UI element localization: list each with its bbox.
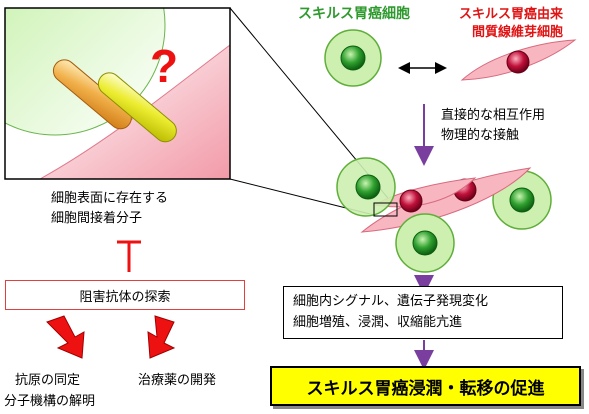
antigen-identification-label: 抗原の同定 <box>15 373 81 388</box>
cluster-green-cell-bottom <box>395 213 455 273</box>
antibody-search-label: 阻害抗体の探索 <box>79 289 171 305</box>
antibody-search-box: 阻害抗体の探索 <box>5 280 245 310</box>
zoom-inset: ? <box>4 7 231 180</box>
cell-cluster <box>336 157 552 273</box>
inhibition-symbol <box>117 240 141 272</box>
cluster-fibroblast-2 <box>373 177 477 213</box>
interaction-line1: 直接的な相互作用 <box>441 108 546 123</box>
gastric-cancer-cell-label: スキルス胃癌細胞 <box>298 6 410 22</box>
cluster-green-cell-left <box>336 157 396 217</box>
adhesion-molecule-line1: 細胞表面に存在する <box>51 191 169 206</box>
fibroblast-cell-icon <box>460 39 577 81</box>
cellular-changes-line1: 細胞内シグナル、遺伝子発現変化 <box>293 294 489 309</box>
fibroblast-label-line2: 間質線維芽細胞 <box>472 25 564 40</box>
gastric-cancer-cell-icon <box>324 29 382 87</box>
question-mark: ? <box>150 40 178 92</box>
yellow-adhesion-molecule <box>97 72 177 143</box>
adhesion-molecule-line2: 細胞間接着分子 <box>51 211 143 226</box>
red-arrow-left <box>46 315 85 359</box>
interaction-line2: 物理的な接触 <box>441 128 520 143</box>
fibroblast-label-line1: スキルス胃癌由来 <box>459 7 564 22</box>
mechanism-elucidation-label: 分子機構の解明 <box>4 394 96 409</box>
cellular-changes-box: 細胞内シグナル、遺伝子発現変化 細胞増殖、浸潤、収縮能亢進 <box>283 286 563 339</box>
result-label: スキルス胃癌浸潤・転移の促進 <box>306 378 545 398</box>
drug-development-label: 治療薬の開発 <box>138 373 217 388</box>
result-box: スキルス胃癌浸潤・転移の促進 <box>270 366 581 406</box>
cellular-changes-line2: 細胞増殖、浸潤、収縮能亢進 <box>293 315 463 330</box>
red-arrow-right <box>147 315 176 359</box>
contact-focus-box <box>373 202 398 217</box>
